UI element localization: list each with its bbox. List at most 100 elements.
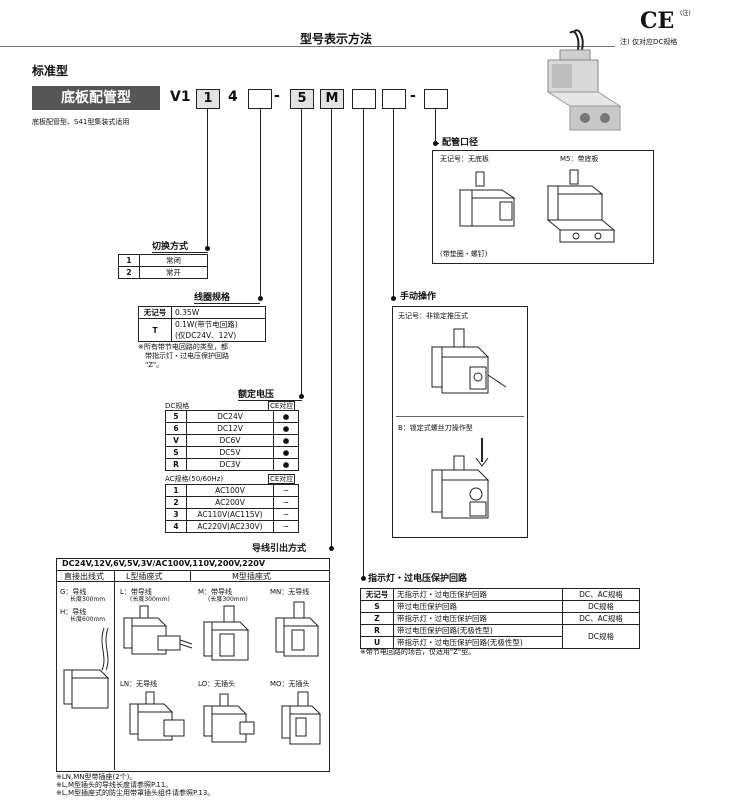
port-m5-label: M5：带底板 [560, 155, 599, 163]
code-slot-indicator [352, 89, 376, 109]
lead-m-label: M：带导线 [198, 588, 233, 596]
lead-col-rule [56, 581, 329, 582]
code-dash-2: - [410, 88, 416, 104]
manual-title: 手动操作 [400, 292, 437, 302]
lead-box [56, 558, 330, 772]
line-voltage-v [301, 108, 302, 396]
code-dash-1: - [274, 88, 280, 104]
lead-grommet-figure [62, 627, 110, 709]
lead-g-label: G：导线 [60, 588, 87, 596]
line-switching-v [207, 108, 208, 248]
lead-note-3: ※L,M型插座式的防尘用带罩插头组件请参照P.13。 [56, 789, 215, 797]
manual-box [392, 306, 528, 538]
lead-title: 导线引出方式 [252, 544, 307, 554]
lead-m-len: (长度300mm) [208, 596, 248, 603]
code-digit-3: 5 [290, 89, 314, 109]
dot-manual [391, 296, 396, 301]
lead-col-div-1 [114, 570, 115, 770]
valve-photo [546, 29, 622, 131]
switching-rule [152, 252, 208, 253]
code-slot-port [424, 89, 448, 109]
lead-note-2: ※L,M型插头的导线长度请参照P.11。 [56, 781, 173, 789]
lead-h-label: H：导线 [60, 608, 87, 616]
switching-title: 切换方式 [152, 242, 189, 252]
lead-g-len: 长度300mm [70, 596, 106, 603]
code-slot-manual [382, 89, 406, 109]
dot-lead [329, 546, 334, 551]
coil-note-2: 带指示灯・过电压保护回路 [145, 352, 229, 360]
manual-b-label: B：锁定式螺丝刀操作型 [398, 424, 473, 432]
lead-lo-label: LO：无插头 [198, 680, 236, 688]
manual-divider [396, 416, 524, 417]
valve-no-base-figure [458, 171, 516, 227]
lead-l-label: L：带导线 [120, 588, 152, 596]
code-digit-4: M [320, 89, 344, 109]
page-title: 型号表示方法 [300, 32, 373, 46]
type-name-badge: 底板配管型 [32, 86, 160, 110]
code-digit-1: 1 [196, 89, 220, 109]
lead-mo-figure [280, 691, 322, 745]
lead-mn-label: MN：无导线 [270, 588, 310, 596]
coil-note-3: "Z"。 [145, 361, 164, 369]
indicator-title: 指示灯・过电压保护回路 [368, 574, 468, 584]
dot-indicator [361, 576, 366, 581]
lead-ln-figure [128, 691, 185, 741]
dot-switching [205, 246, 210, 251]
title-rule [0, 46, 615, 47]
lead-h-len: 长度600mm [70, 616, 106, 623]
line-port-v [435, 108, 436, 143]
code-digit-2: 4 [228, 89, 238, 105]
line-manual-v [393, 108, 394, 298]
dot-port [433, 141, 438, 146]
standard-note: 底板配管型、S41型集装式适用 [32, 118, 130, 126]
coil-title: 线圈规格 [194, 293, 231, 303]
lead-voltage-header: DC24V,12V,6V,5V,3V/AC100V,110V,200V,220V [62, 559, 266, 568]
port-none-label: 无记号：无底板 [440, 155, 489, 163]
lead-mo-label: MO：无插头 [270, 680, 310, 688]
code-prefix: V1 [170, 89, 191, 105]
dot-coil [258, 296, 263, 301]
ce-header-dc: CE对应 [268, 401, 296, 412]
line-indicator-v [363, 108, 364, 578]
ac-label: AC规格(50/60Hz) [165, 475, 224, 483]
dot-voltage [299, 394, 304, 399]
line-coil-v [260, 108, 261, 296]
voltage-title: 额定电压 [238, 390, 275, 400]
line-lead-v [331, 108, 332, 548]
manual-screwdriver-figure [430, 438, 490, 519]
lead-note-1: ※LN,MN型带插座(2个)。 [56, 773, 137, 781]
code-slot-coil [248, 89, 272, 109]
lead-lo-figure [202, 693, 255, 743]
valve-with-base-figure [546, 169, 616, 243]
coil-note-1: ※所有带节电回路的类型，都 [138, 343, 228, 351]
port-m5-note: (带垫圈・螺钉) [440, 250, 488, 258]
ce-note: 注) 仅对应DC规格 [620, 38, 678, 46]
lead-ln-label: LN：无导线 [120, 680, 158, 688]
lead-col-1: 直接出线式 [64, 572, 104, 581]
lead-header-rule [56, 570, 329, 571]
lead-l-figure [122, 605, 193, 655]
lead-l-len: (长度300mm) [130, 596, 170, 603]
voltage-rule [238, 400, 302, 401]
lead-col-div-2 [190, 570, 191, 582]
manual-none-label: 无记号：非锁定推压式 [398, 312, 468, 320]
